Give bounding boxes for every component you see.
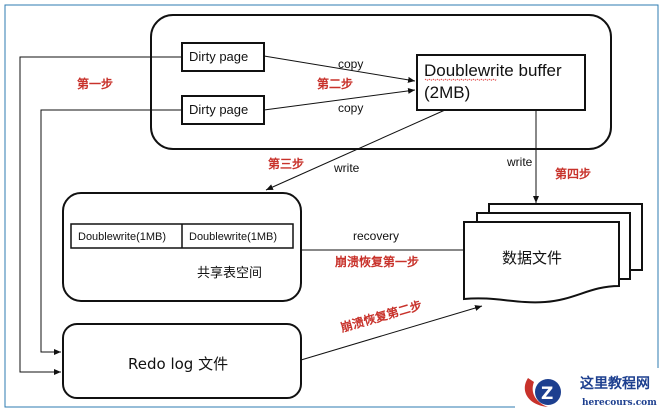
spellcheck-underline [424, 78, 498, 81]
crash-step1-label: 崩溃恢复第一步 [335, 254, 419, 269]
watermark-url: herecours.com [582, 398, 657, 408]
crash-step2-label: 崩溃恢复第二步 [339, 297, 424, 335]
dirty-page-1-to-redo-connector [19, 56, 182, 375]
dirty-page-2: Dirty page [181, 95, 265, 125]
step2-label: 第二步 [317, 76, 353, 91]
edge-label-recovery: recovery [353, 229, 399, 243]
dirty-page-2-label: Dirty page [189, 102, 248, 117]
dirty-page-2-to-redo-connector [40, 109, 182, 355]
write-arrow-shared [265, 109, 446, 191]
copy-arrow-2 [263, 87, 416, 111]
edge-label-copy-top: copy [338, 57, 363, 71]
step1-label: 第一步 [77, 76, 113, 91]
watermark: Z 这里教程网 herecours.com [515, 368, 669, 413]
doublewrite-buffer-line1: Doublewrite buffer [424, 61, 562, 80]
doublewrite-segment-2: Doublewrite(1MB) [189, 231, 277, 243]
outer-frame [4, 4, 659, 408]
watermark-title: 这里教程网 [580, 375, 650, 392]
edge-label-write-shared: write [333, 161, 360, 175]
crash-recovery-arrow-2 [300, 305, 483, 361]
data-file-icon [463, 221, 620, 304]
doublewrite-buffer: Doublewrite buffer (2MB) [416, 54, 586, 111]
step4-label: 第四步 [555, 166, 591, 181]
shared-tablespace-label: 共享表空间 [197, 265, 262, 281]
redo-log-label: Redo log 文件 [128, 355, 228, 373]
data-file-label: 数据文件 [502, 249, 562, 267]
edge-label-copy-bottom: copy [338, 101, 363, 115]
memory-block [150, 14, 612, 150]
watermark-logo-letter: Z [541, 384, 553, 404]
dirty-page-1-label: Dirty page [189, 49, 248, 64]
doublewrite-segment-1: Doublewrite(1MB) [78, 231, 166, 243]
doublewrite-buffer-line2: (2MB) [424, 83, 470, 102]
shared-tablespace: Doublewrite(1MB) Doublewrite(1MB) 共享表空间 [62, 192, 302, 302]
dirty-page-1: Dirty page [181, 42, 265, 72]
data-file-stack: 数据文件 [463, 203, 643, 304]
edge-label-write-datafile: write [506, 155, 533, 169]
copy-arrow-1 [263, 55, 416, 83]
redo-log-file: Redo log 文件 [62, 323, 302, 399]
watermark-swoosh-icon [524, 378, 548, 407]
step3-label: 第三步 [268, 156, 304, 171]
watermark-logo-icon [535, 379, 561, 405]
